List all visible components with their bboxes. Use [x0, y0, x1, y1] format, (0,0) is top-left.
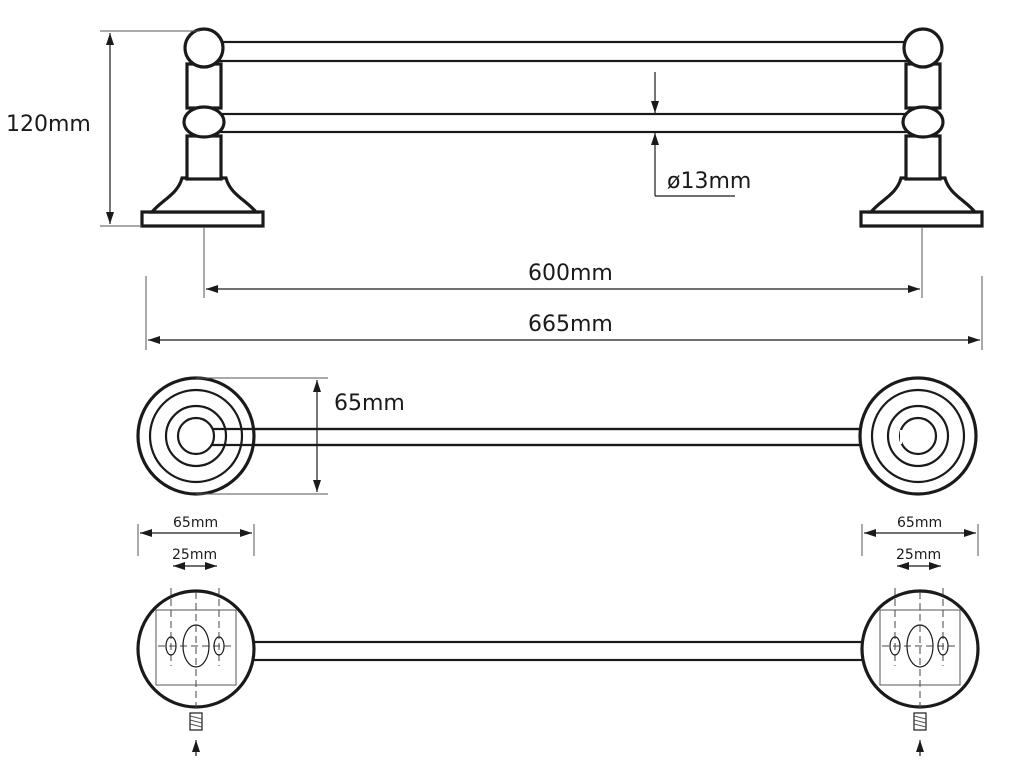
- top-view: 65mm: [136, 376, 978, 496]
- front-right-post: [859, 27, 984, 228]
- left-plate-width-dimension: 65mm: [137, 515, 255, 556]
- right-plate-width-dimension: 65mm: [861, 515, 979, 556]
- right-hole-spacing-label: 25mm: [896, 547, 941, 563]
- mounting-view-bar: [248, 640, 870, 662]
- right-hole-spacing-dimension: 25mm: [896, 547, 941, 570]
- front-view: 120mm ø13mm 600mm 665mm: [6, 27, 984, 350]
- height-dimension: 120mm: [6, 30, 200, 227]
- height-label: 120mm: [6, 112, 91, 137]
- front-left-post: [140, 27, 265, 228]
- left-hole-spacing-dimension: 25mm: [172, 547, 217, 570]
- center-distance-label: 600mm: [528, 261, 613, 286]
- left-plate-width-label: 65mm: [173, 515, 218, 531]
- overall-length-label: 665mm: [528, 312, 613, 337]
- top-view-bar: [194, 427, 918, 447]
- left-screw-icon: [189, 712, 203, 756]
- right-screw-icon: [913, 712, 927, 756]
- right-mounting-plate: [860, 588, 980, 756]
- left-hole-spacing-label: 25mm: [172, 547, 217, 563]
- front-bottom-bar: [203, 112, 925, 134]
- projection-dimension: 65mm: [196, 377, 405, 495]
- top-right-rosette: [858, 376, 978, 496]
- left-mounting-plate: [136, 588, 256, 756]
- bar-diameter-dimension: ø13mm: [651, 72, 751, 197]
- mounting-view: 65mm 25mm 65mm 25mm: [136, 515, 980, 756]
- right-plate-width-label: 65mm: [897, 515, 942, 531]
- overall-length-dimension: 665mm: [145, 276, 983, 350]
- center-distance-dimension: 600mm: [203, 228, 923, 298]
- projection-label: 65mm: [334, 391, 405, 416]
- front-top-bar: [203, 40, 925, 63]
- bar-diameter-label: ø13mm: [667, 169, 751, 194]
